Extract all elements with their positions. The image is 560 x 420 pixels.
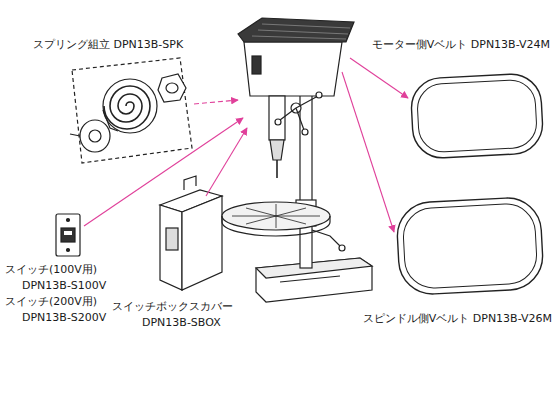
table-edge (222, 216, 330, 236)
drill-press (222, 18, 372, 302)
handle-knob (302, 129, 308, 135)
press-head (244, 42, 342, 96)
leader-arrow (206, 128, 247, 196)
drill-chuck (270, 140, 284, 160)
belt-outer (396, 196, 545, 295)
part-label: モーター側Vベルト DPN13B-V24M (372, 38, 550, 52)
spring-plate (158, 74, 186, 102)
drill-bit (276, 160, 278, 178)
plate-hole (166, 83, 178, 93)
leader-arrow (350, 58, 408, 98)
cover-ribs (252, 24, 350, 39)
press-base (256, 258, 372, 302)
cover-tab (184, 176, 196, 190)
leader-arrows (84, 58, 408, 232)
part-label: スイッチボックスカバー (112, 300, 233, 314)
spring-pin (70, 134, 80, 136)
part-label: スピンドル側Vベルト DPN13B-V26M (363, 312, 552, 326)
part-label: DPN13B-S100V (22, 279, 106, 293)
switch-button (61, 228, 75, 242)
spindle-v-belt (396, 196, 545, 295)
table-slots (232, 204, 320, 228)
leader-arrow (84, 118, 243, 226)
leader-arrow (194, 100, 238, 104)
part-label: スプリング組立 DPN13B-SPK (33, 38, 183, 52)
base-slot (280, 276, 340, 282)
spring-assembly (70, 58, 192, 163)
spring-disk (80, 120, 110, 152)
cover-side (182, 196, 222, 290)
switch-screw (67, 219, 70, 222)
switch-screw (67, 249, 70, 252)
press-base-top (256, 258, 372, 278)
crank-arm (312, 230, 340, 246)
motor-v-belt (410, 73, 544, 160)
part-label: DPN13B-SBOX (142, 316, 221, 330)
part-label: DPN13B-S200V (22, 311, 106, 325)
switch-body (56, 214, 80, 256)
spring-disk-hub (89, 130, 101, 142)
part-label: スイッチ(200V用) (5, 295, 97, 309)
press-table (222, 202, 330, 230)
leader-arrow (342, 72, 394, 232)
switch-plate (56, 214, 80, 256)
belt-outer (410, 73, 544, 160)
handle-knob (316, 92, 322, 98)
crank-knob (339, 245, 345, 251)
spring-tab (103, 110, 118, 131)
belt-inner (402, 203, 538, 290)
cover-front (160, 205, 182, 290)
coil-spring (104, 86, 150, 129)
press-column (300, 88, 312, 268)
handle-knob (275, 119, 281, 125)
spring-case (103, 79, 157, 133)
head-switch (252, 56, 261, 74)
dashed-group-box (72, 58, 192, 163)
belt-inner (416, 79, 537, 153)
part-label: スイッチ(100V用) (5, 263, 97, 277)
feed-handles (280, 96, 318, 130)
cover-window (166, 228, 178, 250)
switch-box-cover (160, 176, 222, 290)
switch-mark (64, 231, 72, 235)
belt-cover (238, 18, 354, 42)
